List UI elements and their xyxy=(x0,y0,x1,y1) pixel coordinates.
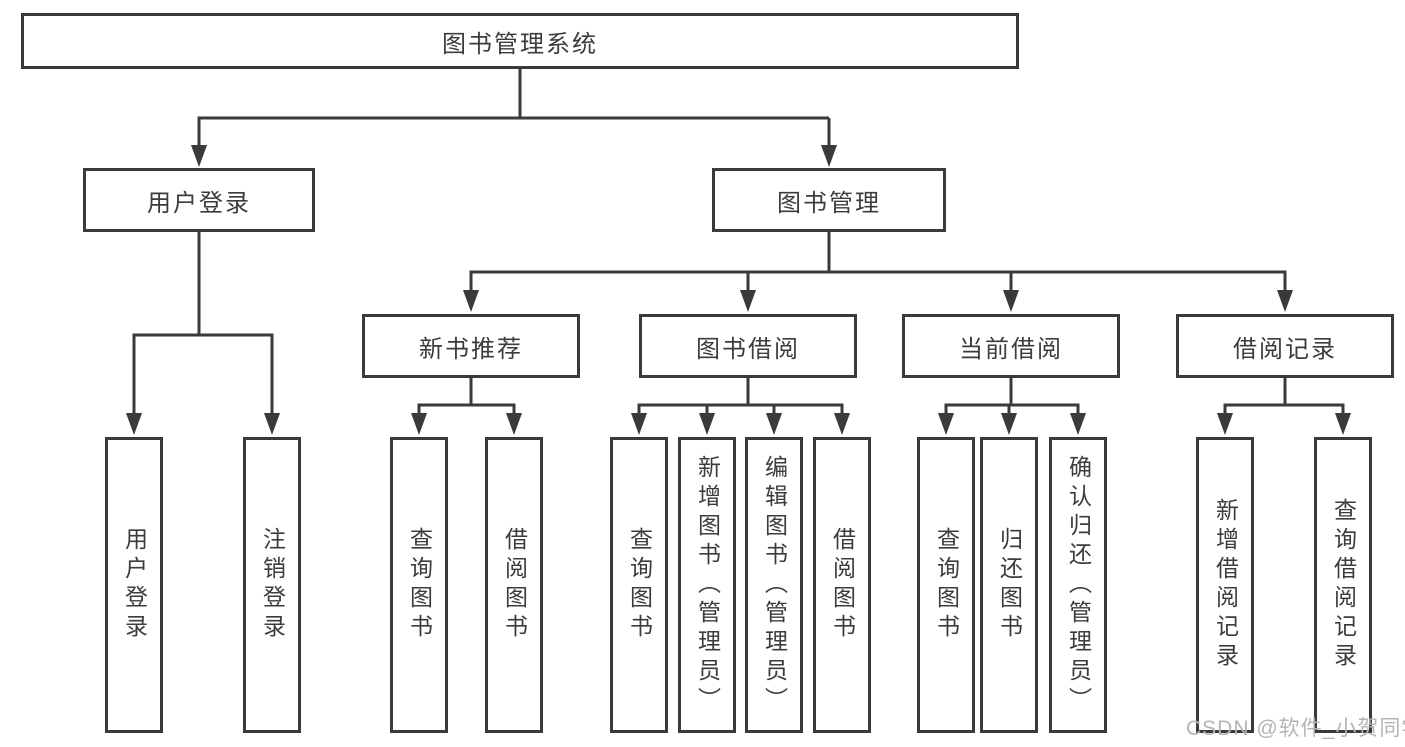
node-current-borrow: 当前借阅 xyxy=(902,314,1120,378)
node-leaf-add-book-admin: 新增图书（管理员） xyxy=(678,437,736,733)
node-label: 图书管理 xyxy=(777,189,881,217)
node-leaf-return-book: 归还图书 xyxy=(980,437,1038,733)
node-book-management: 图书管理 xyxy=(712,168,946,232)
node-borrow-records: 借阅记录 xyxy=(1176,314,1394,378)
node-leaf-borrow-query-book: 查询图书 xyxy=(610,437,668,733)
node-label: 查询图书 xyxy=(406,527,433,643)
node-label: 查询借阅记录 xyxy=(1330,498,1357,672)
node-label: 新增借阅记录 xyxy=(1212,498,1239,672)
node-leaf-query-borrow-record: 查询借阅记录 xyxy=(1314,437,1372,733)
node-label: 图书借阅 xyxy=(696,335,800,363)
node-leaf-recommend-borrow-book: 借阅图书 xyxy=(485,437,543,733)
node-new-book-recommend: 新书推荐 xyxy=(362,314,580,378)
node-label: 当前借阅 xyxy=(959,335,1063,363)
node-label: 归还图书 xyxy=(996,527,1023,643)
node-label: 图书管理系统 xyxy=(442,30,598,58)
node-label: 新书推荐 xyxy=(419,335,523,363)
node-leaf-user-login: 用户登录 xyxy=(105,437,163,733)
node-leaf-current-query-book: 查询图书 xyxy=(917,437,975,733)
node-label: 确认归还（管理员） xyxy=(1065,454,1092,716)
node-label: 编辑图书（管理员） xyxy=(761,454,788,716)
node-label: 查询图书 xyxy=(626,527,653,643)
node-label: 借阅图书 xyxy=(829,527,856,643)
node-user-login: 用户登录 xyxy=(83,168,315,232)
watermark: CSDN @软件_小贺同学 xyxy=(1186,717,1405,740)
node-label: 用户登录 xyxy=(147,189,251,217)
node-label: 用户登录 xyxy=(121,527,148,643)
node-leaf-recommend-query-book: 查询图书 xyxy=(390,437,448,733)
node-library-management-system: 图书管理系统 xyxy=(21,13,1019,69)
node-label: 查询图书 xyxy=(933,527,960,643)
node-label: 新增图书（管理员） xyxy=(694,454,721,716)
node-leaf-confirm-return-admin: 确认归还（管理员） xyxy=(1049,437,1107,733)
node-label: 借阅图书 xyxy=(501,527,528,643)
node-leaf-logout: 注销登录 xyxy=(243,437,301,733)
node-label: 借阅记录 xyxy=(1233,335,1337,363)
node-leaf-borrow-book: 借阅图书 xyxy=(813,437,871,733)
node-leaf-add-borrow-record: 新增借阅记录 xyxy=(1196,437,1254,733)
node-book-borrow: 图书借阅 xyxy=(639,314,857,378)
arrowheads xyxy=(126,145,1351,435)
node-label: 注销登录 xyxy=(259,527,286,643)
node-leaf-edit-book-admin: 编辑图书（管理员） xyxy=(745,437,803,733)
